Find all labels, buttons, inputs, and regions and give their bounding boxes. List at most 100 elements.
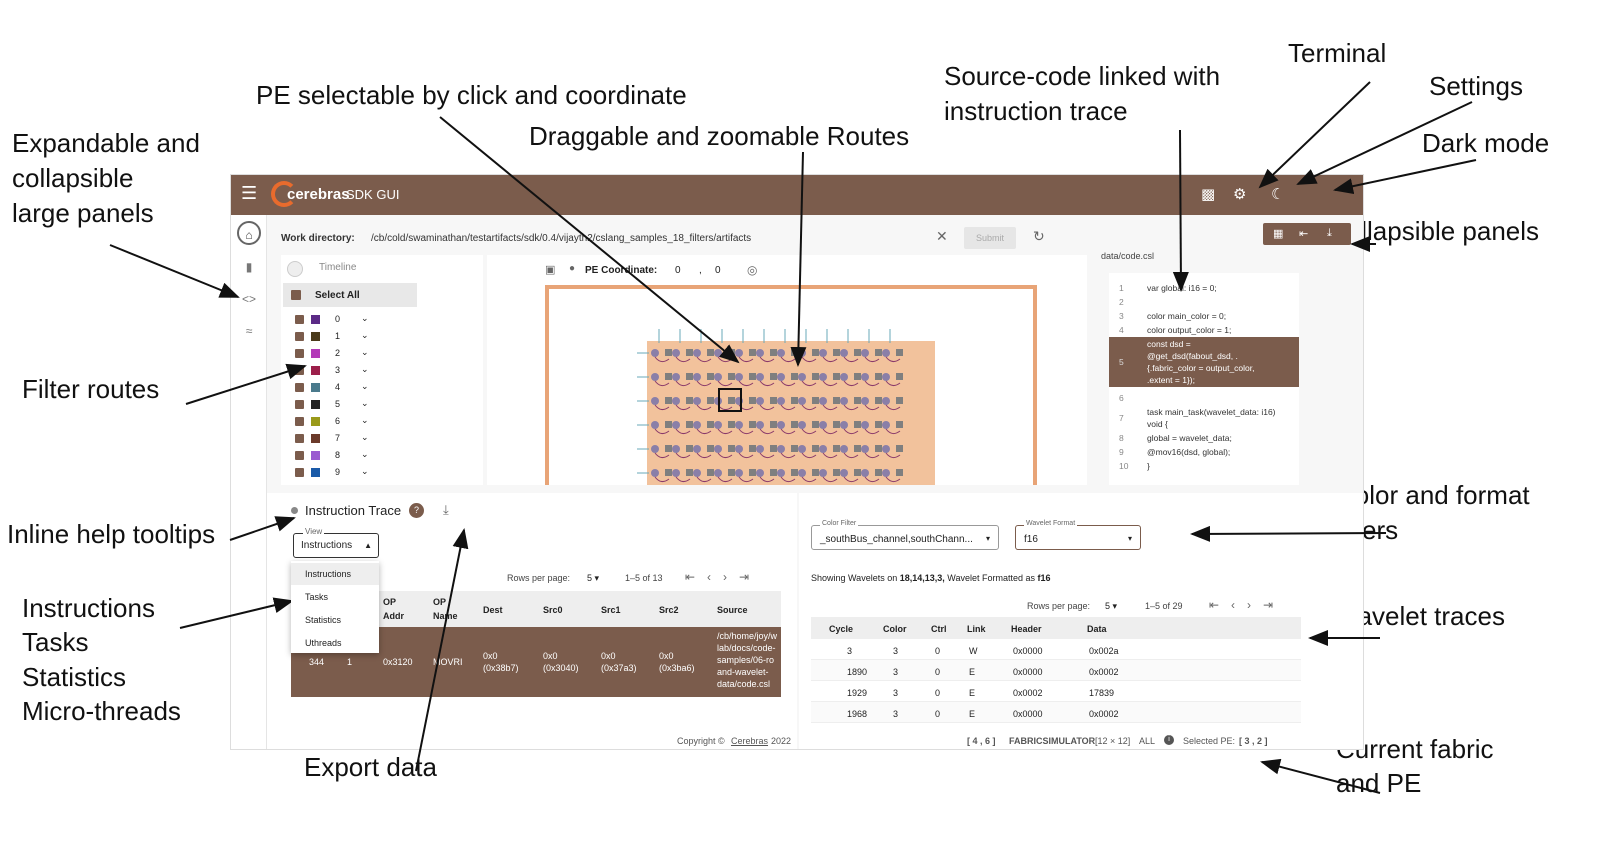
pe-node[interactable]: [735, 373, 743, 381]
home-icon[interactable]: ⌂: [237, 221, 261, 245]
pe-node[interactable]: [840, 469, 848, 477]
pe-node[interactable]: [693, 397, 701, 405]
waves-icon[interactable]: ≈: [245, 324, 253, 338]
pe-node[interactable]: [840, 445, 848, 453]
pe-node[interactable]: [882, 421, 890, 429]
filter-item[interactable]: 8⌄: [295, 449, 385, 463]
pe-node[interactable]: [714, 445, 722, 453]
pe-node[interactable]: [651, 373, 659, 381]
checkbox-checked-icon[interactable]: [295, 434, 304, 443]
pe-node[interactable]: [861, 421, 869, 429]
checkbox-checked-icon[interactable]: [295, 451, 304, 460]
download-icon[interactable]: ⤓: [443, 502, 449, 517]
pe-node[interactable]: [672, 445, 680, 453]
rows-per-page-select[interactable]: 5 ▾: [1105, 601, 1118, 611]
view-menu-item-tasks[interactable]: Tasks: [305, 592, 329, 602]
pe-node[interactable]: [861, 445, 869, 453]
pe-node[interactable]: [840, 421, 848, 429]
pe-node[interactable]: [651, 469, 659, 477]
chevron-down-icon[interactable]: ⌄: [361, 432, 369, 442]
routes-panel[interactable]: ▣ ● PE Coordinate: 0 , 0 ◎: [487, 255, 1087, 485]
code-line[interactable]: 10}: [1109, 459, 1299, 473]
pe-node[interactable]: [861, 349, 869, 357]
pe-node[interactable]: [672, 397, 680, 405]
checkbox-checked-icon[interactable]: [295, 383, 304, 392]
pe-node[interactable]: [651, 421, 659, 429]
selected-pe-box[interactable]: [718, 388, 742, 412]
pe-node[interactable]: [714, 349, 722, 357]
pe-node[interactable]: [840, 349, 848, 357]
pe-node[interactable]: [735, 421, 743, 429]
pe-node[interactable]: [798, 421, 806, 429]
pe-node[interactable]: [777, 349, 785, 357]
chevron-down-icon[interactable]: ⌄: [361, 347, 369, 357]
checkbox-checked-icon[interactable]: [295, 349, 304, 358]
pe-node[interactable]: [798, 373, 806, 381]
checkbox-checked-icon[interactable]: [295, 366, 304, 375]
chevron-down-icon[interactable]: ⌄: [361, 466, 369, 476]
checkbox-checked-icon[interactable]: [295, 332, 304, 341]
pe-node[interactable]: [693, 421, 701, 429]
pe-node[interactable]: [798, 349, 806, 357]
pe-node[interactable]: [819, 397, 827, 405]
pe-node[interactable]: [819, 421, 827, 429]
pe-node[interactable]: [882, 373, 890, 381]
pe-node[interactable]: [777, 373, 785, 381]
chevron-down-icon[interactable]: ⌄: [361, 313, 369, 323]
pe-node[interactable]: [819, 349, 827, 357]
chevron-down-icon[interactable]: ⌄: [361, 415, 369, 425]
pe-node[interactable]: [840, 397, 848, 405]
pe-node[interactable]: [672, 421, 680, 429]
chart-icon[interactable]: ▮: [245, 260, 253, 274]
pe-node[interactable]: [777, 397, 785, 405]
chevron-down-icon[interactable]: ⌄: [361, 330, 369, 340]
pe-node[interactable]: [756, 373, 764, 381]
chevron-down-icon[interactable]: ⌄: [361, 398, 369, 408]
gear-icon[interactable]: ⚙: [1233, 186, 1247, 203]
pe-node[interactable]: [672, 349, 680, 357]
pe-node[interactable]: [777, 445, 785, 453]
checkbox-checked-icon[interactable]: [295, 468, 304, 477]
pe-node[interactable]: [882, 469, 890, 477]
pe-node[interactable]: [882, 397, 890, 405]
pe-node[interactable]: [714, 373, 722, 381]
pe-node[interactable]: [819, 445, 827, 453]
pe-node[interactable]: [672, 373, 680, 381]
pe-node[interactable]: [882, 349, 890, 357]
hamburger-menu-icon[interactable]: ☰: [241, 183, 258, 203]
filter-item[interactable]: 7⌄: [295, 432, 385, 446]
pe-node[interactable]: [861, 397, 869, 405]
checkbox-checked-icon[interactable]: [295, 400, 304, 409]
chevron-down-icon[interactable]: ⌄: [361, 364, 369, 374]
color-filter-select[interactable]: Color Filter _southBus_channel,southChan…: [811, 520, 999, 550]
pagination-icons[interactable]: ⇤‹›⇥: [685, 570, 762, 584]
view-menu-item-instructions[interactable]: Instructions: [291, 563, 379, 585]
code-icon[interactable]: <>: [241, 292, 256, 306]
pe-node[interactable]: [861, 469, 869, 477]
filter-item[interactable]: 4⌄: [295, 381, 385, 395]
work-directory-input[interactable]: /cb/cold/swaminathan/testartifacts/sdk/0…: [371, 233, 752, 244]
pe-node[interactable]: [735, 469, 743, 477]
info-icon[interactable]: i: [1164, 735, 1174, 745]
moon-icon[interactable]: ☾: [1271, 186, 1285, 203]
view-select[interactable]: Instructions ▲: [293, 533, 379, 558]
pe-node[interactable]: [693, 469, 701, 477]
pe-node[interactable]: [777, 469, 785, 477]
wavelet-format-select[interactable]: Wavelet Format f16 ▾: [1015, 520, 1141, 550]
pe-node[interactable]: [756, 349, 764, 357]
company-link[interactable]: Cerebras: [731, 736, 769, 746]
pe-node[interactable]: [714, 421, 722, 429]
filter-item[interactable]: 0⌄: [295, 313, 385, 327]
collapse-left-icon[interactable]: ⇤: [1299, 228, 1309, 240]
code-line[interactable]: 9@mov16(dsd, global);: [1109, 445, 1299, 459]
chevron-down-icon[interactable]: ⌄: [361, 449, 369, 459]
filter-item[interactable]: 1⌄: [295, 330, 385, 344]
